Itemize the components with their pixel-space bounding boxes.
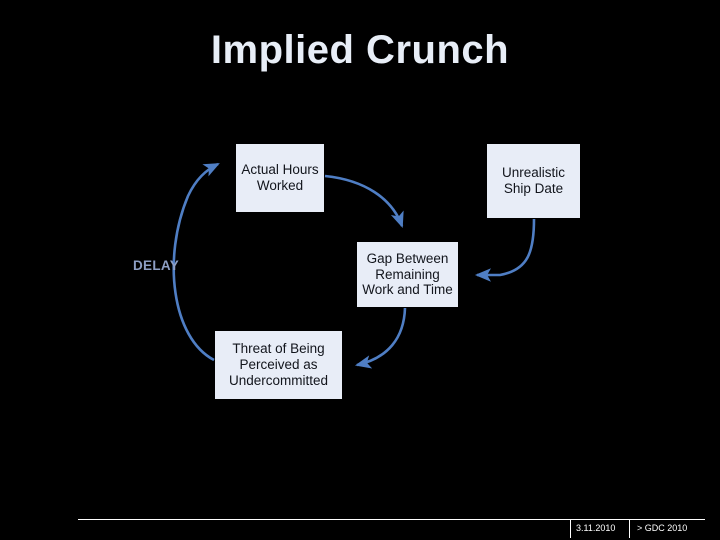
footer-divider-rule xyxy=(78,519,705,520)
footer-separator-right xyxy=(629,519,630,538)
page-title: Implied Crunch xyxy=(210,28,510,72)
node-line: Work and Time xyxy=(362,282,453,298)
node-line: Gap Between xyxy=(366,250,449,266)
node-threat-of-being-perceived-as-undercommitted[interactable]: Threat of Being Perceived as Undercommit… xyxy=(215,331,342,399)
node-line: Remaining xyxy=(375,266,440,282)
node-line: Unrealistic xyxy=(501,165,566,181)
node-gap-label: Gap Between Remaining Work and Time xyxy=(361,251,454,299)
node-line: Undercommitted xyxy=(228,372,329,388)
node-line: Ship Date xyxy=(503,181,564,196)
footer-event-label: > GDC 2010 xyxy=(637,523,688,533)
footer-separator-left xyxy=(570,519,571,538)
node-unrealistic-ship-date-label: Unrealistic Ship Date xyxy=(491,165,576,197)
node-gap-between-remaining-work-and-time[interactable]: Gap Between Remaining Work and Time xyxy=(357,242,458,307)
node-line: Worked xyxy=(256,178,304,193)
node-threat-label: Threat of Being Perceived as Undercommit… xyxy=(219,341,338,389)
node-line: Actual Hours xyxy=(241,162,319,178)
node-actual-hours-worked[interactable]: Actual Hours Worked xyxy=(236,144,324,212)
footer-date: 3.11.2010 xyxy=(576,523,616,533)
node-line: Threat of Being xyxy=(232,341,325,357)
node-line: Perceived as xyxy=(239,357,318,373)
node-unrealistic-ship-date[interactable]: Unrealistic Ship Date xyxy=(487,144,580,218)
edge-label-delay: DELAY xyxy=(133,258,180,273)
node-actual-hours-worked-label: Actual Hours Worked xyxy=(240,162,320,194)
